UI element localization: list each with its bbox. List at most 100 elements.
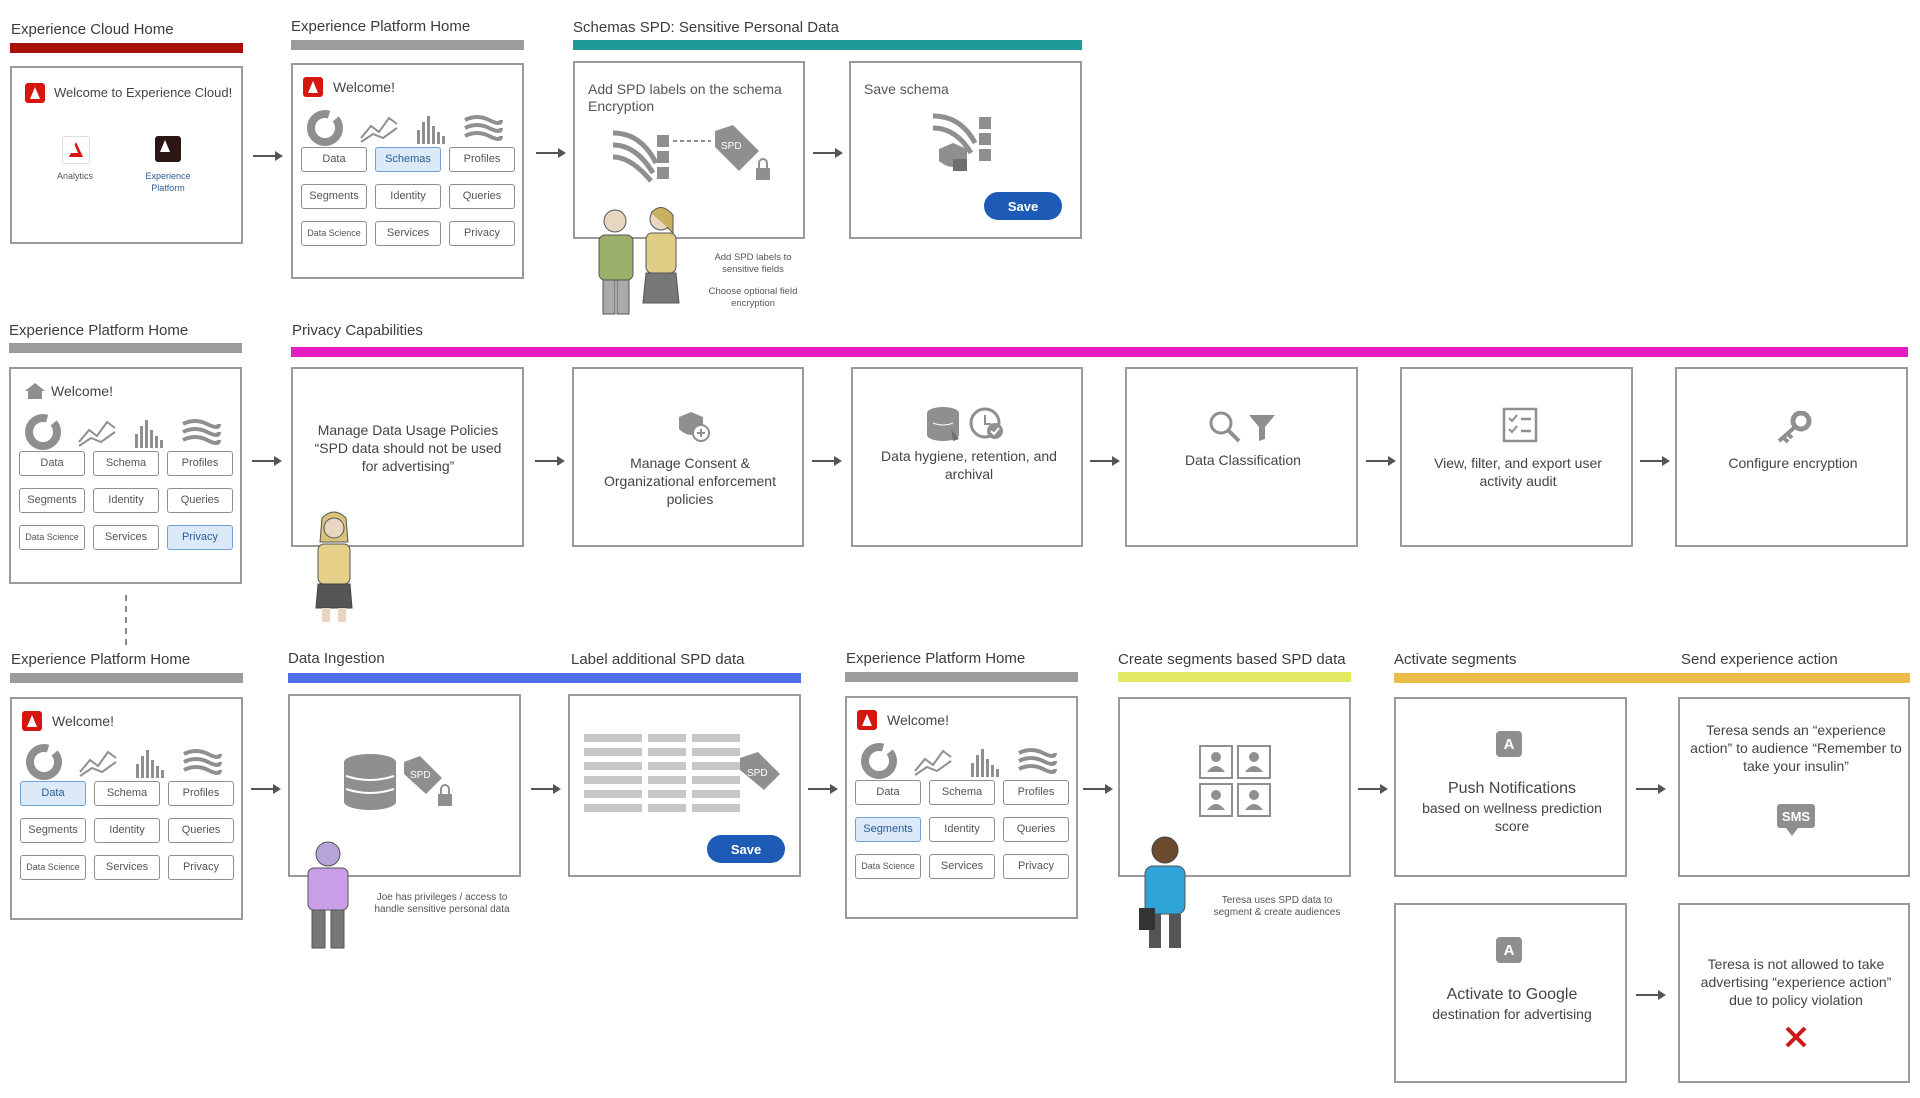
schemas-button[interactable]: Schemas <box>375 147 441 172</box>
save-schema-button[interactable]: Save <box>984 192 1062 220</box>
queries-button[interactable]: Queries <box>1003 817 1069 842</box>
analytics-icons-row <box>859 741 1069 786</box>
profiles-button[interactable]: Profiles <box>449 147 515 172</box>
joe-illustration <box>298 838 358 958</box>
adobe-logo-icon <box>22 711 42 731</box>
schemas-button[interactable]: Schema <box>94 781 160 806</box>
privacy-bar <box>291 347 1908 357</box>
schema-lock-icon <box>932 113 991 171</box>
spd-labels-note: Add SPD labels to sensitive fields <box>714 252 792 275</box>
profiles-button[interactable]: Profiles <box>1003 780 1069 805</box>
denied-x-icon <box>1785 1026 1807 1048</box>
data-architect-illustration <box>583 203 693 323</box>
flow-arrow <box>808 783 838 795</box>
label-spd-screen: SPD Save <box>568 694 801 877</box>
google-activation-card[interactable]: A Activate to Google destination for adv… <box>1394 903 1627 1083</box>
data-button[interactable]: Data <box>19 451 85 476</box>
add-spd-labels-screen: Add SPD labels on the schema Encryption … <box>573 61 805 239</box>
data-button[interactable]: Data <box>855 780 921 805</box>
services-button[interactable]: Services <box>94 855 160 880</box>
platform-home-bar-4 <box>845 672 1078 682</box>
schemas-button[interactable]: Schema <box>93 451 159 476</box>
profiles-button[interactable]: Profiles <box>168 781 234 806</box>
services-button[interactable]: Services <box>929 854 995 879</box>
analytics-icons-row <box>305 108 515 153</box>
blocked-action-text: Teresa is not allowed to take advertisin… <box>1700 956 1892 1008</box>
privacy-card-hygiene[interactable]: Data hygiene, retention, and archival <box>851 367 1083 547</box>
profiles-button[interactable]: Profiles <box>167 451 233 476</box>
privacy-card-usage-policies[interactable]: Manage Data Usage Policies “SPD data sho… <box>291 367 524 547</box>
flow-arrow <box>1636 989 1666 1001</box>
flow-arrow <box>813 147 843 159</box>
shield-add-icon <box>679 412 710 442</box>
experience-platform-app-icon[interactable] <box>155 136 181 162</box>
privacy-card-audit[interactable]: View, filter, and export user activity a… <box>1400 367 1633 547</box>
privacy-card-classification[interactable]: Data Classification <box>1125 367 1358 547</box>
spd-tag-text: SPD <box>721 141 742 152</box>
privacy-button[interactable]: Privacy <box>1003 854 1069 879</box>
data-button[interactable]: Data <box>301 147 367 172</box>
flow-arrow <box>253 150 283 162</box>
platform-home-bar-2 <box>9 343 242 353</box>
cloud-welcome-text: Welcome to Experience Cloud! <box>54 85 233 100</box>
save-schema-screen: Save schema Save <box>849 61 1082 239</box>
privacy-card-text: Configure encryption <box>1728 455 1858 471</box>
experience-action-card[interactable]: Teresa sends an “experience action” to a… <box>1678 697 1910 877</box>
segments-button[interactable]: Segments <box>855 817 921 842</box>
identity-button[interactable]: Identity <box>375 184 441 209</box>
flow-arrow <box>1366 455 1396 467</box>
blocked-action-card[interactable]: Teresa is not allowed to take advertisin… <box>1678 903 1910 1083</box>
queries-button[interactable]: Queries <box>449 184 515 209</box>
identity-button[interactable]: Identity <box>94 818 160 843</box>
privacy-button[interactable]: Privacy <box>168 855 234 880</box>
analytics-app-icon[interactable] <box>62 136 90 164</box>
activate-bar <box>1394 673 1910 683</box>
google-activation-subtitle: destination for advertising <box>1432 1006 1592 1022</box>
search-filter-icon <box>1209 411 1275 443</box>
analytics-app-label[interactable]: Analytics <box>56 171 93 181</box>
schemas-button[interactable]: Schema <box>929 780 995 805</box>
push-notifications-card[interactable]: A Push Notifications based on wellness p… <box>1394 697 1627 877</box>
save-labels-button[interactable]: Save <box>707 835 785 863</box>
privacy-card-encryption[interactable]: Configure encryption <box>1675 367 1908 547</box>
identity-button[interactable]: Identity <box>93 488 159 513</box>
privacy-card-text: Data Classification <box>1185 452 1301 468</box>
platform-home-bar-3 <box>10 673 243 683</box>
flow-arrow <box>1640 455 1670 467</box>
home-icon <box>24 381 46 406</box>
flow-arrow <box>252 455 282 467</box>
privacy-card-text: Manage Data Usage Policies “SPD data sho… <box>314 422 502 474</box>
services-button[interactable]: Services <box>375 221 441 246</box>
data-science-button[interactable]: Data Science <box>19 525 85 550</box>
identity-button[interactable]: Identity <box>929 817 995 842</box>
adobe-logo-icon <box>303 77 323 97</box>
platform-home-bar <box>291 40 524 50</box>
adobe-a-icon: A <box>1496 731 1522 757</box>
teresa-segments-note: Teresa uses SPD data to segment & create… <box>1213 895 1341 918</box>
welcome-text: Welcome! <box>52 713 114 729</box>
privacy-button[interactable]: Privacy <box>167 525 233 550</box>
database-clock-icon <box>927 407 1003 441</box>
services-button[interactable]: Services <box>93 525 159 550</box>
privacy-button[interactable]: Privacy <box>449 221 515 246</box>
segments-button[interactable]: Segments <box>20 818 86 843</box>
segments-button[interactable]: Segments <box>301 184 367 209</box>
queries-button[interactable]: Queries <box>167 488 233 513</box>
data-science-button[interactable]: Data Science <box>20 855 86 880</box>
label-spd-header: Label additional SPD data <box>571 651 745 668</box>
platform-home-header-3: Experience Platform Home <box>11 651 191 668</box>
data-button[interactable]: Data <box>20 781 86 806</box>
analytics-icons-row <box>24 742 234 787</box>
privacy-card-consent[interactable]: Manage Consent & Organizational enforcem… <box>572 367 804 547</box>
data-science-button[interactable]: Data Science <box>301 221 367 246</box>
flow-connector <box>125 595 127 645</box>
ingestion-bar <box>288 673 801 683</box>
segments-button[interactable]: Segments <box>19 488 85 513</box>
experience-platform-app-label[interactable]: Experience Platform <box>145 171 191 193</box>
queries-button[interactable]: Queries <box>168 818 234 843</box>
flow-arrow <box>1358 783 1388 795</box>
flow-arrow <box>1090 455 1120 467</box>
data-science-button[interactable]: Data Science <box>855 854 921 879</box>
